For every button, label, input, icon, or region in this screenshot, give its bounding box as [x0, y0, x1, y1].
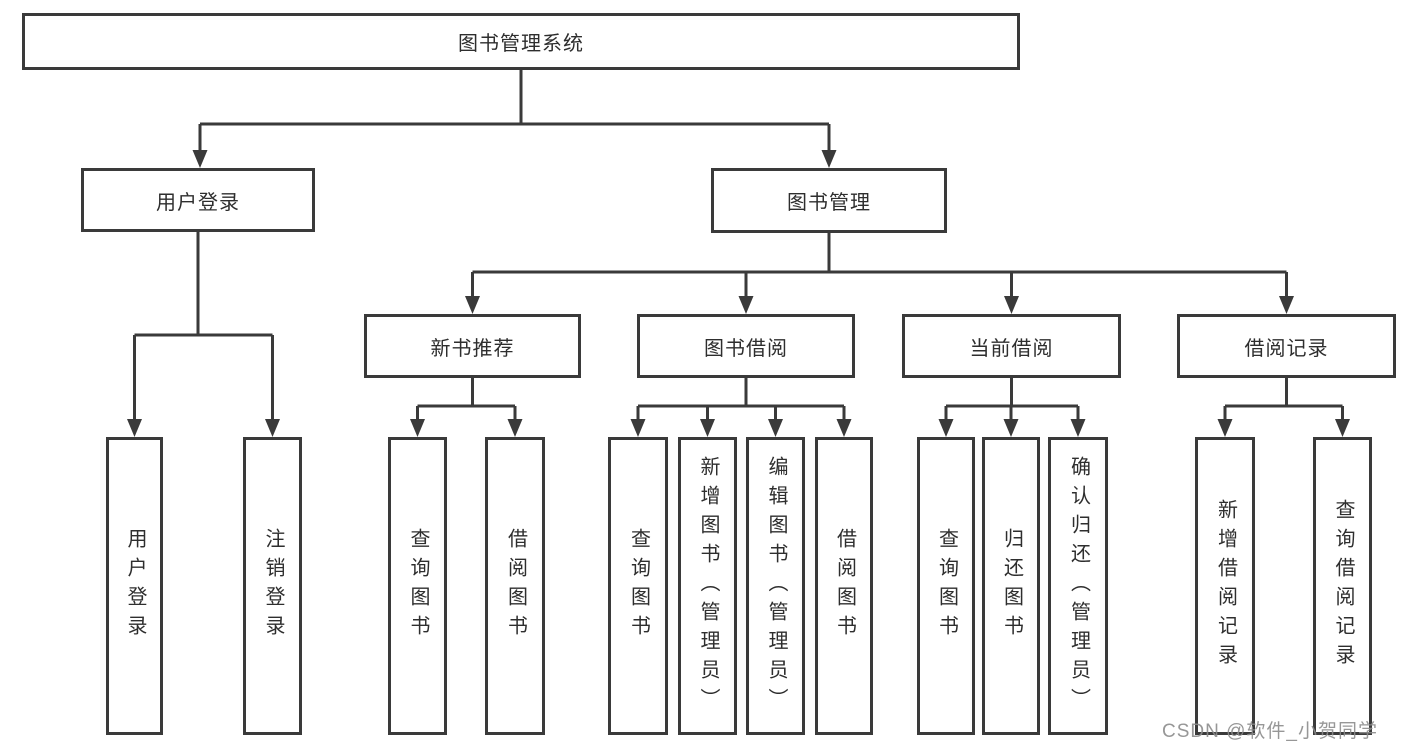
- leaf-logout: 注销登录: [243, 437, 302, 735]
- node-borrow-records: 借阅记录: [1177, 314, 1396, 378]
- leaf-current-query-books-label: 查询图书: [935, 528, 958, 644]
- node-current-borrow: 当前借阅: [902, 314, 1121, 378]
- arrowhead-icons: [127, 150, 1350, 437]
- leaf-add-books-admin: 新增图书（管理员）: [678, 437, 737, 735]
- leaf-recommend-query-books: 查询图书: [388, 437, 447, 735]
- node-book-borrow: 图书借阅: [637, 314, 855, 378]
- leaf-recommend-borrow-books: 借阅图书: [485, 437, 545, 735]
- leaf-query-borrow-record: 查询借阅记录: [1313, 437, 1372, 735]
- leaf-borrow-books: 借阅图书: [815, 437, 873, 735]
- leaf-add-borrow-record: 新增借阅记录: [1195, 437, 1255, 735]
- leaf-current-query-books: 查询图书: [917, 437, 975, 735]
- leaf-confirm-return-admin: 确认归还（管理员）: [1048, 437, 1108, 735]
- node-user-login-label: 用户登录: [156, 191, 240, 214]
- node-book-borrow-label: 图书借阅: [704, 337, 788, 360]
- leaf-borrow-query-books: 查询图书: [608, 437, 668, 735]
- node-root-label: 图书管理系统: [458, 33, 584, 55]
- leaf-confirm-return-admin-label: 确认归还（管理员）: [1067, 455, 1090, 717]
- leaf-edit-books-admin-label: 编辑图书（管理员）: [765, 455, 787, 717]
- node-book-management-label: 图书管理: [787, 192, 871, 214]
- leaf-return-books: 归还图书: [982, 437, 1040, 735]
- node-new-book-recommend: 新书推荐: [364, 314, 581, 378]
- node-current-borrow-label: 当前借阅: [969, 337, 1054, 360]
- leaf-recommend-borrow-books-label: 借阅图书: [504, 528, 527, 644]
- leaf-user-login-label: 用户登录: [124, 528, 146, 644]
- node-book-management: 图书管理: [711, 168, 947, 233]
- node-new-book-recommend-label: 新书推荐: [430, 337, 515, 360]
- leaf-borrow-books-label: 借阅图书: [833, 528, 856, 644]
- node-root: 图书管理系统: [22, 13, 1020, 70]
- leaf-query-borrow-record-label: 查询借阅记录: [1332, 499, 1354, 673]
- leaf-return-books-label: 归还图书: [1000, 528, 1023, 644]
- csdn-watermark: CSDN @软件_小贺同学: [1162, 721, 1378, 742]
- leaf-user-login: 用户登录: [106, 437, 163, 735]
- leaf-logout-label: 注销登录: [262, 528, 284, 644]
- leaf-edit-books-admin: 编辑图书（管理员）: [746, 437, 805, 735]
- node-user-login: 用户登录: [81, 168, 315, 232]
- leaf-borrow-query-books-label: 查询图书: [627, 528, 650, 644]
- node-borrow-records-label: 借阅记录: [1244, 337, 1329, 360]
- leaf-add-borrow-record-label: 新增借阅记录: [1214, 499, 1237, 673]
- connector-paths: [133, 70, 1344, 422]
- leaf-add-books-admin-label: 新增图书（管理员）: [697, 455, 719, 717]
- leaf-recommend-query-books-label: 查询图书: [407, 528, 429, 644]
